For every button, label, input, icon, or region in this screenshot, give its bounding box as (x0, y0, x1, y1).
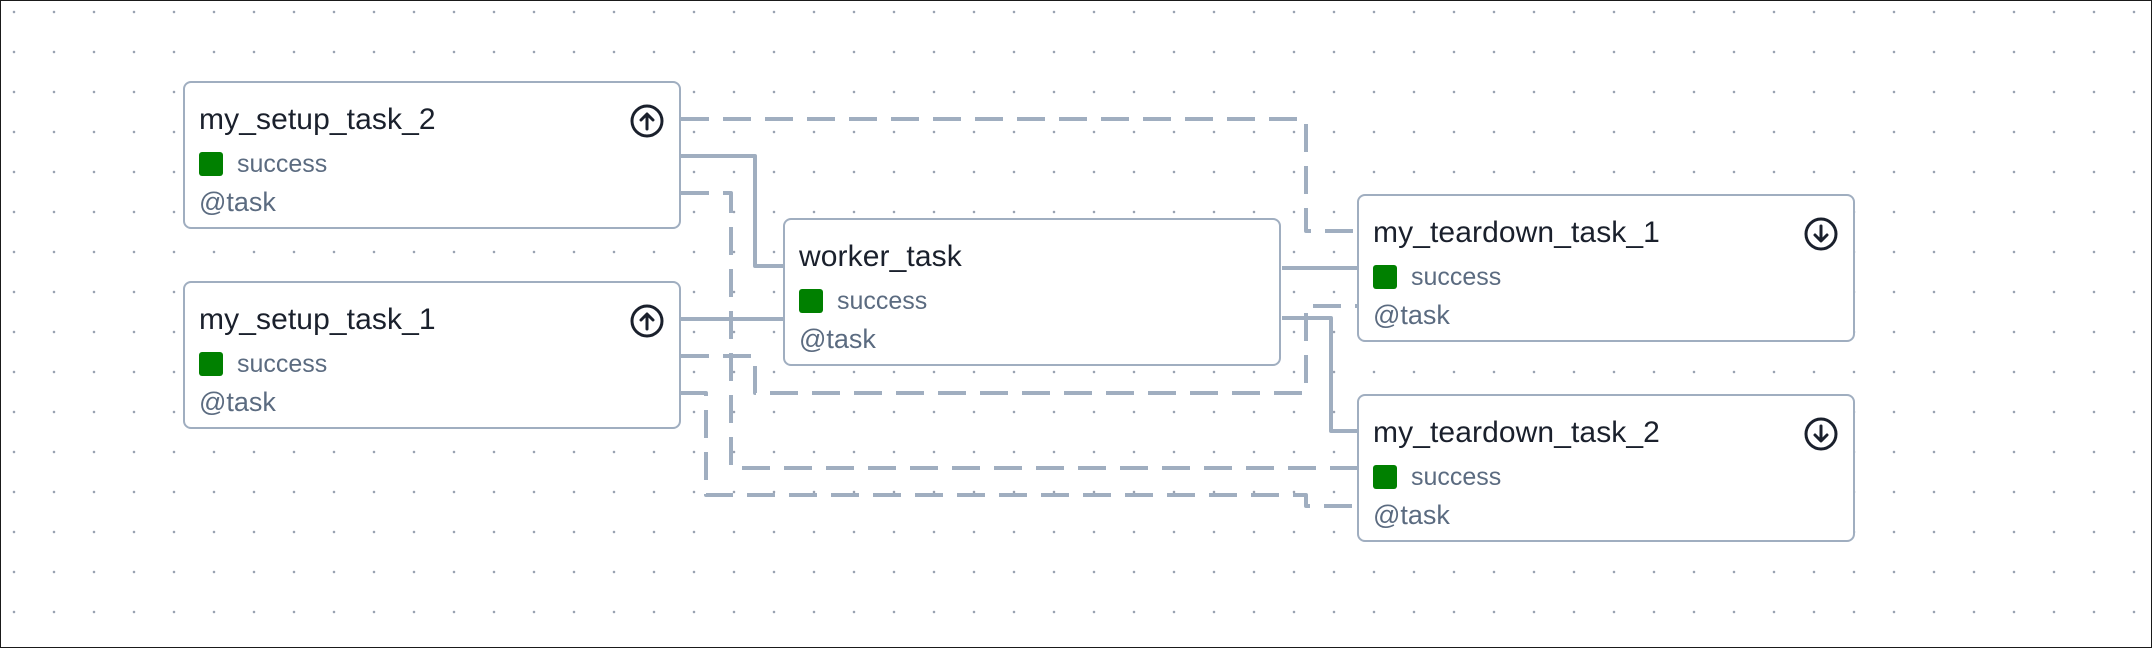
status-swatch (799, 289, 823, 313)
status-swatch (199, 152, 223, 176)
task-title: worker_task (799, 240, 962, 273)
arrow-down-circle-icon (1804, 217, 1838, 251)
task-operator: @task (1373, 300, 1450, 330)
edge-setup2-to-teardown2 (681, 191, 1358, 470)
status-swatch (199, 352, 223, 376)
status-swatch (1373, 265, 1397, 289)
task-operator: @task (799, 324, 876, 354)
status-swatch (1373, 465, 1397, 489)
edge-setup1-to-teardown2 (681, 391, 1358, 508)
task-node-my-setup-task-2[interactable]: my_setup_task_2 success @task (183, 81, 681, 229)
task-state: success (799, 286, 928, 315)
task-operator: @task (1373, 500, 1450, 530)
task-operator: @task (199, 187, 276, 217)
edge-setup1-to-teardown1 (681, 304, 1358, 395)
task-state: success (199, 349, 328, 378)
task-title: my_setup_task_2 (199, 103, 436, 136)
task-title: my_setup_task_1 (199, 303, 436, 336)
status-label: success (237, 349, 328, 378)
status-label: success (1411, 262, 1502, 291)
task-operator: @task (199, 387, 276, 417)
task-state: success (1373, 462, 1502, 491)
arrow-up-circle-icon (630, 104, 664, 138)
task-node-my-setup-task-1[interactable]: my_setup_task_1 success @task (183, 281, 681, 429)
task-node-my-teardown-task-2[interactable]: my_teardown_task_2 success @task (1357, 394, 1855, 542)
task-node-my-teardown-task-1[interactable]: my_teardown_task_1 success @task (1357, 194, 1855, 342)
task-node-worker-task[interactable]: worker_task success @task (783, 218, 1281, 366)
task-title: my_teardown_task_2 (1373, 416, 1660, 449)
task-state: success (199, 149, 328, 178)
status-label: success (237, 149, 328, 178)
arrow-up-circle-icon (630, 304, 664, 338)
edge-setup2-to-worker (681, 154, 784, 268)
task-title: my_teardown_task_1 (1373, 216, 1660, 249)
arrow-down-circle-icon (1804, 417, 1838, 451)
edge-worker-to-teardown2 (1282, 316, 1358, 433)
status-label: success (1411, 462, 1502, 491)
task-state: success (1373, 262, 1502, 291)
edge-setup2-to-teardown1 (681, 117, 1358, 233)
status-label: success (837, 286, 928, 315)
